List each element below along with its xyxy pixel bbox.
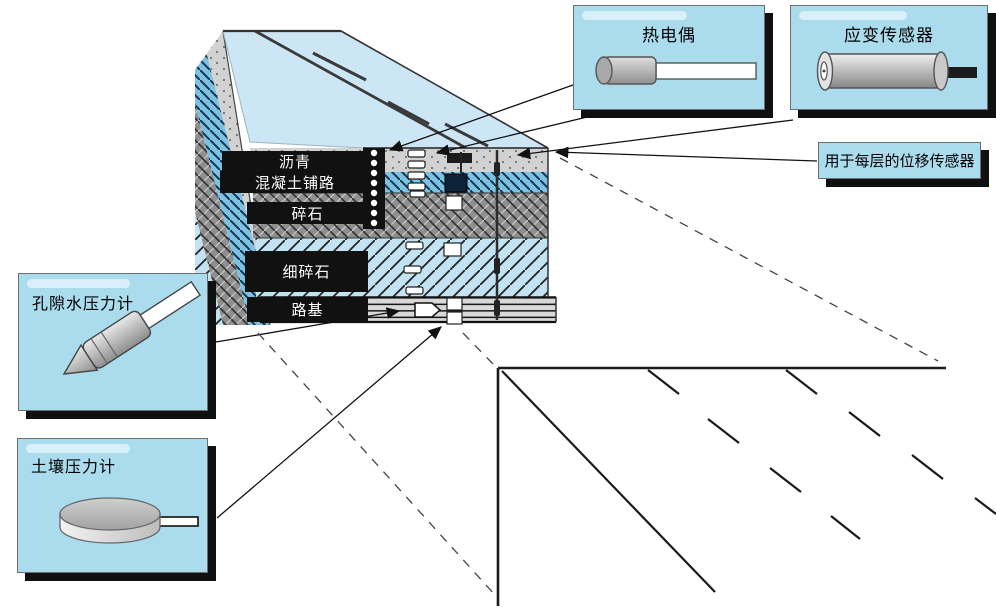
layer-label-subgrade: 路基	[247, 297, 368, 322]
displacement-leader	[554, 146, 818, 162]
soil-pressure-cell2-icon	[446, 311, 463, 325]
strain-sensor-icon	[816, 51, 977, 91]
strain-sensor-embedded-icon	[447, 153, 472, 163]
callout-gleam	[26, 444, 130, 453]
callout-soil-pressure-gauge: 土壤压力计	[17, 438, 208, 573]
strain-sensor-label: 应变传感器	[844, 26, 934, 45]
soil-pressure-label: 土壤压力计	[31, 459, 117, 476]
strain-sensor-concrete-icon	[444, 173, 468, 193]
layer-label-fine-gravel: 细碎石	[245, 251, 368, 292]
displacement-sensor-stack-icon	[403, 149, 426, 295]
leader-arrows	[215, 84, 818, 519]
thermocouple-stack-icon	[363, 148, 385, 229]
callout-thermocouple: 热电偶	[573, 5, 765, 110]
callout-gleam	[27, 279, 131, 288]
layer-label-concrete: 混凝土铺路	[220, 171, 370, 193]
magnification-rays	[257, 157, 939, 596]
road-detail-view	[496, 366, 996, 606]
thermocouple-arrow	[388, 84, 574, 152]
callout-gleam	[582, 11, 687, 20]
pore-pressure-probe-embedded-icon	[414, 302, 442, 318]
callout-pore-pressure-gauge: 孔隙水压力计	[18, 273, 208, 411]
pore-pressure-arrow	[215, 307, 401, 343]
callout-gleam	[799, 11, 907, 20]
road-surface	[222, 29, 550, 149]
detail-lane-edge-line	[501, 370, 716, 593]
thermocouple-label: 热电偶	[642, 26, 696, 45]
pore-pressure-label: 孔隙水压力计	[32, 296, 135, 313]
callout-strain-sensor: 应变传感器	[790, 5, 988, 110]
pressure-cell-gravel-icon	[445, 195, 463, 211]
pore-pressure-gauge-icon	[62, 280, 201, 375]
layer-label-gravel: 碎石	[247, 202, 368, 224]
strain-sensor-arrow	[516, 119, 794, 160]
thermocouple-icon	[595, 56, 757, 85]
pressure-cell-fine-gravel-icon	[443, 242, 462, 257]
layer-label-asphalt: 沥青	[222, 151, 368, 171]
soil-pressure-cell-icon	[446, 297, 463, 311]
soil-pressure-arrow	[216, 326, 442, 519]
soil-pressure-gauge-icon	[59, 497, 199, 544]
detail-lane-dashes	[647, 369, 996, 540]
callout-displacement-sensors: 用于每层的位移传感器	[818, 142, 981, 179]
thermocouple-arrow2	[435, 111, 609, 156]
embedded-sensors	[414, 150, 500, 325]
